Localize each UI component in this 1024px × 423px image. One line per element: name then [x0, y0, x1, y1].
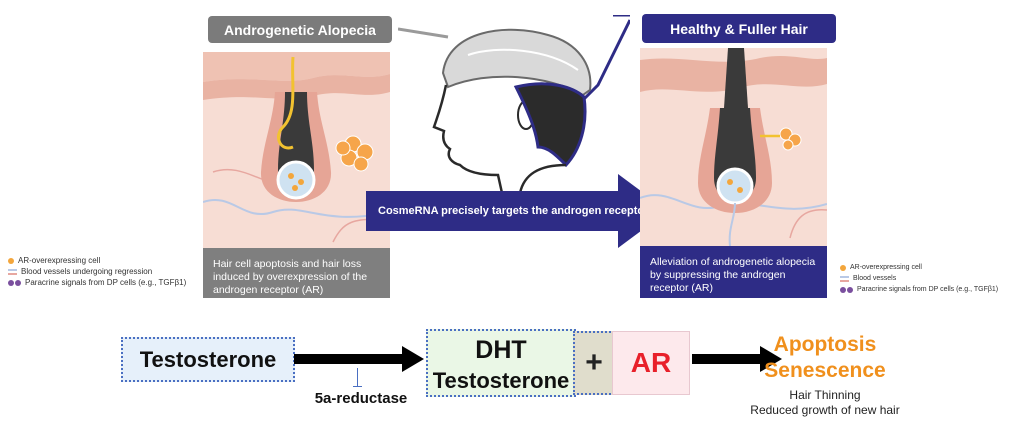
- senescence-label: Senescence: [764, 359, 886, 382]
- blood-vessel-icon: [840, 275, 849, 282]
- legend-label: Blood vessels: [853, 275, 897, 282]
- left-legend: AR-overexpressing cell Blood vessels und…: [8, 255, 203, 288]
- legend-label: Blood vessels undergoing regression: [21, 267, 153, 276]
- enzyme-marker: [357, 368, 358, 386]
- targeting-arrow: [366, 174, 668, 248]
- enzyme-label: 5a-reductase: [314, 390, 408, 407]
- blood-vessel-icon: [8, 268, 17, 275]
- legend-item: Paracrine signals from DP cells (e.g., T…: [840, 284, 1022, 295]
- dht-label: DHT: [475, 336, 527, 364]
- legend-label: AR-overexpressing cell: [850, 264, 922, 271]
- legend-item: AR-overexpressing cell: [840, 262, 1022, 273]
- apoptosis-label: Apoptosis: [773, 333, 877, 356]
- dht-testosterone-label: Testosterone: [432, 368, 570, 393]
- hair-thinning-label: Hair Thinning: [789, 388, 861, 402]
- right-caption: Alleviation of androgenetic alopecia by …: [640, 246, 827, 298]
- head-profile-illustration: [397, 13, 632, 195]
- orange-dot-icon: [840, 264, 846, 271]
- legend-item: Paracrine signals from DP cells (e.g., T…: [8, 277, 203, 288]
- right-skin-illustration: [639, 48, 828, 247]
- arrow-text: CosmeRNA precisely targets the androgen …: [378, 205, 649, 217]
- conversion-arrow: [294, 344, 424, 374]
- right-legend: AR-overexpressing cell Blood vessels Par…: [840, 262, 1022, 295]
- androgenetic-alopecia-label: Androgenetic Alopecia: [208, 16, 392, 43]
- orange-dot-icon: [8, 257, 14, 264]
- testosterone-box: Testosterone: [121, 337, 295, 382]
- legend-label: Paracrine signals from DP cells (e.g., T…: [25, 278, 187, 287]
- ar-box: AR: [612, 331, 690, 395]
- left-caption: Hair cell apoptosis and hair loss induce…: [203, 248, 390, 298]
- legend-item: Blood vessels undergoing regression: [8, 266, 203, 277]
- legend-item: Blood vessels: [840, 273, 1022, 284]
- purple-dots-icon: [8, 279, 21, 286]
- healthy-fuller-hair-label: Healthy & Fuller Hair: [642, 14, 836, 43]
- plus-box: +: [573, 331, 615, 395]
- purple-dots-icon: [840, 286, 853, 293]
- outcome-arrow: [692, 344, 782, 374]
- enzyme-marker-tick: [353, 386, 362, 387]
- legend-label: AR-overexpressing cell: [18, 256, 101, 265]
- legend-item: AR-overexpressing cell: [8, 255, 203, 266]
- legend-label: Paracrine signals from DP cells (e.g., T…: [857, 286, 999, 293]
- reduced-growth-label: Reduced growth of new hair: [750, 403, 900, 417]
- dht-testosterone-box: [426, 329, 576, 397]
- left-skin-illustration: [202, 52, 391, 248]
